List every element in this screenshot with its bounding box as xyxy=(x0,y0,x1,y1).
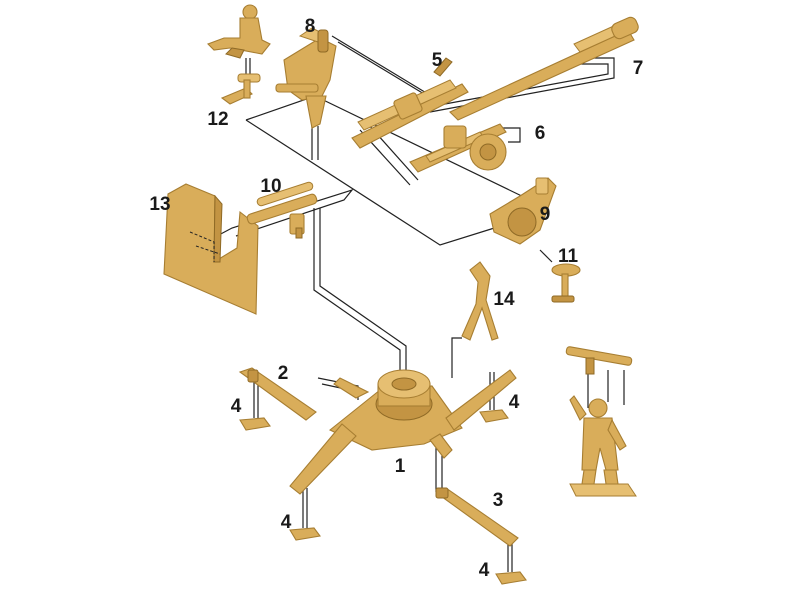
label-part-2: 2 xyxy=(278,363,289,384)
crewman-figure-with-rammer xyxy=(565,346,637,497)
part-3-outrigger xyxy=(435,487,519,547)
part-9-mount xyxy=(489,177,557,245)
part-11-seat xyxy=(551,263,581,303)
label-part-12: 12 xyxy=(207,109,228,130)
label-part-10: 10 xyxy=(260,176,281,197)
part-labels: 8 5 7 12 6 10 13 9 11 14 2 4 4 1 3 4 4 xyxy=(149,16,643,581)
label-part-3: 3 xyxy=(493,490,504,511)
label-part-11: 11 xyxy=(558,246,579,267)
part-5-cradle xyxy=(351,57,469,149)
label-part-14: 14 xyxy=(493,289,515,310)
label-part-9: 9 xyxy=(540,204,551,225)
part-14-frame xyxy=(461,261,499,341)
label-part-7: 7 xyxy=(633,58,644,79)
label-part-1: 1 xyxy=(395,456,406,477)
label-part-4-left: 4 xyxy=(231,396,242,417)
part-7-barrel xyxy=(449,16,639,121)
label-part-6: 6 xyxy=(535,123,546,144)
part-10-sight xyxy=(246,181,318,239)
label-part-13: 13 xyxy=(149,194,170,215)
label-part-4-bottom-right: 4 xyxy=(479,560,490,581)
label-part-4-right: 4 xyxy=(509,392,520,413)
part-13-shield xyxy=(163,183,259,315)
label-part-8: 8 xyxy=(305,16,316,37)
part-1-cruciform-base xyxy=(289,369,517,495)
part-4-pads xyxy=(239,409,527,585)
part-2-outrigger xyxy=(238,367,317,421)
part-12-seat-with-crewman xyxy=(207,4,271,105)
label-part-4-bottom-left: 4 xyxy=(281,512,292,533)
label-part-5: 5 xyxy=(432,50,443,71)
part-8-breech xyxy=(275,27,337,129)
part-6-lower-cradle xyxy=(409,123,507,173)
